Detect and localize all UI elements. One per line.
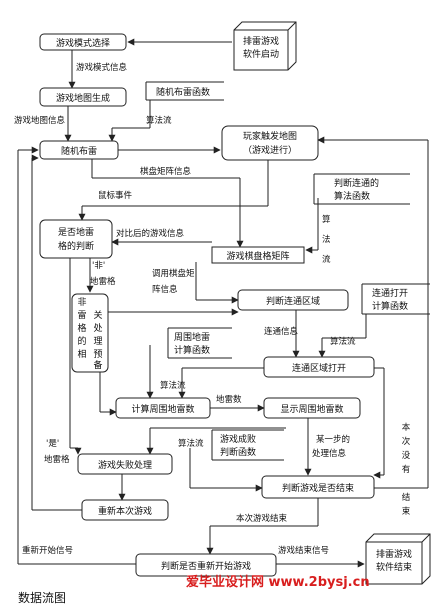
non-mine-c8: 理 bbox=[93, 336, 102, 347]
label-compared-game-info: 对比后的游戏信息 bbox=[116, 228, 185, 239]
label-non-mine-line1: '非' bbox=[92, 260, 105, 271]
random-mine-label: 随机布雷 bbox=[61, 145, 97, 157]
label-mine-count: 地雷数 bbox=[216, 394, 242, 405]
is-mine-judge-line2: 格的判断 bbox=[58, 240, 94, 252]
external-entity-exit: 排雷游戏 软件结束 bbox=[365, 533, 431, 585]
non-mine-c7: 处 bbox=[93, 322, 102, 334]
external-entity-start: 排雷游戏 软件启动 bbox=[233, 21, 297, 71]
non-mine-c2: 雷 bbox=[77, 310, 86, 321]
connect-open-func-line2: 计算函数 bbox=[372, 300, 408, 312]
process-game-mode-select: 游戏模式选择 bbox=[39, 33, 127, 51]
start-entity-line2: 软件启动 bbox=[243, 48, 279, 60]
judge-connected-area-label: 判断连通区域 bbox=[266, 295, 320, 307]
game-win-lose-func-line2: 判断函数 bbox=[220, 446, 256, 458]
label-not-ended-2: 次 bbox=[402, 436, 411, 447]
label-connected-info: 连通信息 bbox=[264, 326, 299, 337]
process-game-board-matrix: 游戏棋盘格矩阵 bbox=[211, 246, 305, 264]
process-game-fail: 游戏失败处理 bbox=[77, 453, 173, 475]
connected-area-open-label: 连通区域打开 bbox=[292, 362, 346, 374]
non-mine-c3: 格 bbox=[77, 322, 86, 334]
label-non-mine-line2: 地雷格 bbox=[90, 276, 116, 287]
start-entity-line1: 排雷游戏 bbox=[243, 35, 279, 47]
label-not-ended-4: 有 bbox=[402, 464, 411, 475]
diagram-caption: 数据流图 bbox=[18, 590, 66, 605]
label-not-ended-6: 束 bbox=[402, 507, 411, 517]
process-show-surrounding: 显示周围地雷数 bbox=[263, 397, 361, 419]
label-is-mine-line1: '是' bbox=[46, 439, 59, 449]
label-game-end-signal: 游戏结束信号 bbox=[278, 545, 329, 556]
restart-game-label: 重新本次游戏 bbox=[98, 505, 152, 517]
connect-open-func-line1: 连通打开 bbox=[372, 287, 408, 299]
process-calc-surrounding: 计算周围地雷数 bbox=[115, 397, 211, 419]
exit-entity-line2: 软件结束 bbox=[376, 561, 412, 573]
process-random-mine: 随机布雷 bbox=[39, 140, 119, 160]
non-mine-c5: 相 bbox=[77, 348, 86, 360]
player-trigger-line1: 玩家触发地图 bbox=[243, 130, 297, 142]
process-game-map-generate: 游戏地图生成 bbox=[39, 87, 127, 107]
label-not-ended-3: 没 bbox=[402, 450, 411, 461]
label-algorithm-flow-4: 算法流 bbox=[160, 380, 186, 391]
label-call-board-line2: 阵信息 bbox=[152, 284, 178, 295]
store-judge-connect-func: 判断连通的 算法函数 bbox=[313, 173, 410, 205]
process-connected-area-open: 连通区域打开 bbox=[263, 356, 375, 378]
surround-mine-func-line2: 计算函数 bbox=[174, 344, 210, 356]
label-game-ended: 本次游戏结束 bbox=[236, 513, 288, 524]
process-judge-connected-area: 判断连通区域 bbox=[237, 289, 349, 311]
process-judge-restart: 判断是否重新开始游戏 bbox=[135, 553, 277, 577]
label-is-mine-line2: 地雷格 bbox=[44, 454, 70, 465]
label-board-matrix-info: 棋盘矩阵信息 bbox=[140, 166, 192, 177]
label-call-board-line1: 调用棋盘矩 bbox=[152, 268, 195, 279]
label-game-map-info: 游戏地图信息 bbox=[14, 115, 66, 126]
exit-entity-line1: 排雷游戏 bbox=[376, 548, 412, 560]
label-algorithm-flow-3: 算法流 bbox=[330, 336, 356, 347]
label-mouse-event: 鼠标事件 bbox=[98, 190, 133, 201]
label-restart-signal: 重新开始信号 bbox=[22, 545, 73, 556]
label-algorithm-flow-2a: 算 bbox=[322, 214, 331, 225]
label-not-ended-5: 结 bbox=[402, 492, 411, 503]
non-mine-c9: 预 bbox=[93, 349, 102, 360]
judge-restart-label: 判断是否重新开始游戏 bbox=[161, 560, 251, 572]
label-algorithm-flow-2b: 法 bbox=[322, 234, 331, 245]
non-mine-c1: 非 bbox=[77, 296, 86, 308]
show-surrounding-label: 显示周围地雷数 bbox=[280, 403, 343, 415]
flow-labels: 游戏模式信息 游戏地图信息 算法流 棋盘矩阵信息 鼠标事件 对比后的游戏信息 算… bbox=[14, 62, 411, 556]
judge-game-end-label: 判断游戏是否结束 bbox=[282, 482, 354, 494]
store-game-win-lose-func: 游戏成败 判断函数 bbox=[211, 429, 284, 461]
judge-connect-func-line2: 算法函数 bbox=[334, 190, 370, 202]
game-map-generate-label: 游戏地图生成 bbox=[56, 92, 110, 104]
game-win-lose-func-line1: 游戏成败 bbox=[220, 433, 256, 445]
label-next-process-line1: 某一步的 bbox=[316, 434, 350, 445]
process-judge-game-end: 判断游戏是否结束 bbox=[261, 475, 375, 499]
label-algorithm-flow-5: 算法流 bbox=[178, 438, 204, 449]
player-trigger-line2: （游戏进行） bbox=[243, 144, 297, 156]
game-fail-label: 游戏失败处理 bbox=[98, 459, 152, 471]
process-restart-game: 重新本次游戏 bbox=[81, 499, 169, 521]
random-mine-func-label: 随机布雷函数 bbox=[156, 86, 210, 98]
label-not-ended-1: 本 bbox=[402, 422, 411, 433]
label-next-process-line2: 处理信息 bbox=[312, 448, 347, 459]
label-algorithm-flow-1: 算法流 bbox=[146, 115, 172, 126]
process-player-trigger: 玩家触发地图 （游戏进行） bbox=[221, 125, 319, 161]
store-random-mine-func: 随机布雷函数 bbox=[145, 81, 224, 101]
non-mine-c4: 的 bbox=[77, 335, 86, 347]
game-board-matrix-label: 游戏棋盘格矩阵 bbox=[226, 250, 289, 262]
process-is-mine-judge: 是否地雷 格的判断 bbox=[39, 219, 113, 259]
calc-surrounding-label: 计算周围地雷数 bbox=[131, 403, 194, 415]
store-surround-mine-func: 周围地雷 计算函数 bbox=[167, 327, 232, 359]
judge-connect-func-line1: 判断连通的 bbox=[334, 177, 379, 189]
label-algorithm-flow-2c: 流 bbox=[322, 254, 331, 265]
watermark-text: 爱毕业设计网 www.2bysj.cn bbox=[186, 574, 370, 590]
non-mine-c6: 关 bbox=[93, 309, 102, 321]
surround-mine-func-line1: 周围地雷 bbox=[174, 331, 210, 343]
process-non-mine: 非 雷 格 的 相 关 处 理 预 备 bbox=[71, 293, 109, 373]
game-mode-select-label: 游戏模式选择 bbox=[56, 37, 110, 49]
non-mine-c10: 备 bbox=[93, 359, 102, 371]
label-game-mode-info: 游戏模式信息 bbox=[76, 62, 128, 73]
is-mine-judge-line1: 是否地雷 bbox=[58, 226, 94, 238]
store-connect-open-func: 连通打开 计算函数 bbox=[361, 283, 430, 315]
